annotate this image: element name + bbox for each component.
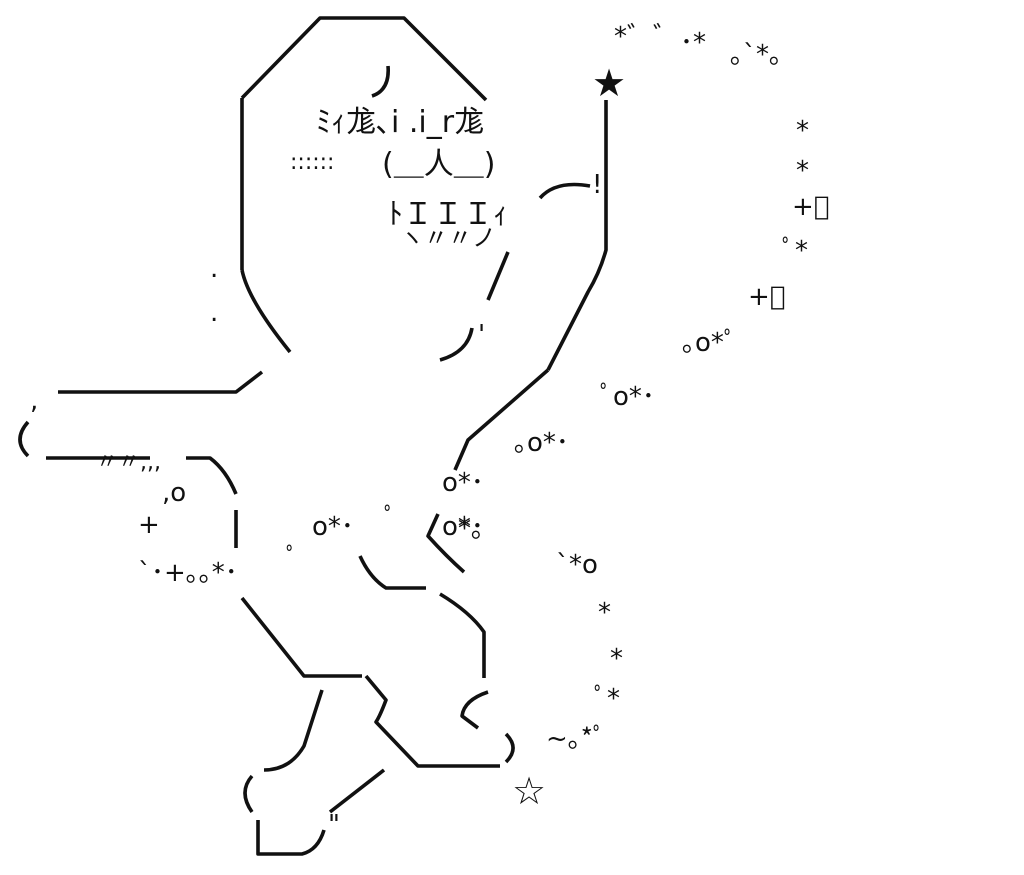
face-brow-text: ﾐｨ尨､i .i_r尨 [316,105,485,140]
head-jaw-left [240,269,292,354]
head-jaw-right [439,327,474,362]
pointing-arm-under [186,456,238,495]
sparkle-30: ' [478,320,486,350]
sparkle-25: ~｡*ﾟ [546,724,606,754]
leg-left-thigh [240,596,362,678]
sparkle-4: * [796,156,809,186]
pointing-arm-knuckle [18,420,30,458]
leg-left-foot [243,774,254,814]
pointing-arm-top [58,370,264,394]
sparkle-21: `*o [556,550,598,580]
sparkle-0: *゛゛ [614,22,680,52]
sparkle-26: ! [592,170,603,200]
raised-arm-outer [546,100,608,371]
sparkle-12: o*･ [312,512,354,542]
sparkle-2: ｡`*｡ [730,40,783,70]
outline-star-icon: ☆ [512,769,547,813]
face-teeth-text: ﾄＩＩＩｨ [388,197,508,232]
sparkle-1: ･* [680,28,707,58]
sparkle-24: ﾟ* [594,684,621,714]
leg-left-sole [256,820,326,856]
sparkle-19: 〃〃,,, [96,450,161,475]
raised-arm-fist [538,182,591,200]
sparkle-5: +ﾟ [792,192,830,222]
filled-star-icon: ★ [592,61,627,105]
face-mouth-text: (＿人＿) [382,147,496,182]
leg-right-thigh [364,674,500,768]
sparkle-13: ﾟ [384,504,398,534]
sparkle-27: , [30,386,39,416]
sparkle-20: *｡ [458,514,485,544]
sparkle-6: ﾟ* [782,236,809,266]
sparkle-9: ﾟo*･ [600,382,655,412]
leg-left-shin [263,689,324,772]
face-cheeks-text: :::::: [290,150,335,175]
face-chin-text: ヽ〃〃ノ [400,224,496,252]
head-top-outline [240,16,488,102]
hip-right [439,592,486,678]
sparkle-16: ,o [162,478,187,508]
body-right-side [453,368,550,471]
sparkle-11: o*･ [442,468,484,498]
sparkle-22: * [598,598,611,628]
sparkle-7: +ﾟ [748,282,786,312]
sparkle-28: . [210,254,219,284]
sparkle-17: + [138,510,160,540]
leg-left-ankle [328,768,386,814]
torso-right-hip [426,513,466,574]
sparkle-23: * [610,644,623,674]
sparkle-29: . [210,298,219,328]
head-brow-curve [371,65,390,98]
sparkle-15: ﾟ [286,544,300,574]
sparkle-8: ｡o*ﾟ [682,328,737,358]
sparkle-3: * [796,116,809,146]
sparkle-14: o*･ [442,512,484,542]
leg-right-foot [504,732,515,764]
sparkle-31: " [328,810,340,840]
leg-right-knee [460,690,489,730]
sparkle-18: `･+｡｡*･ [138,558,238,588]
sparkle-10: ｡o*･ [514,428,569,458]
torso-waist [358,555,426,590]
raised-arm-inner [486,251,510,301]
